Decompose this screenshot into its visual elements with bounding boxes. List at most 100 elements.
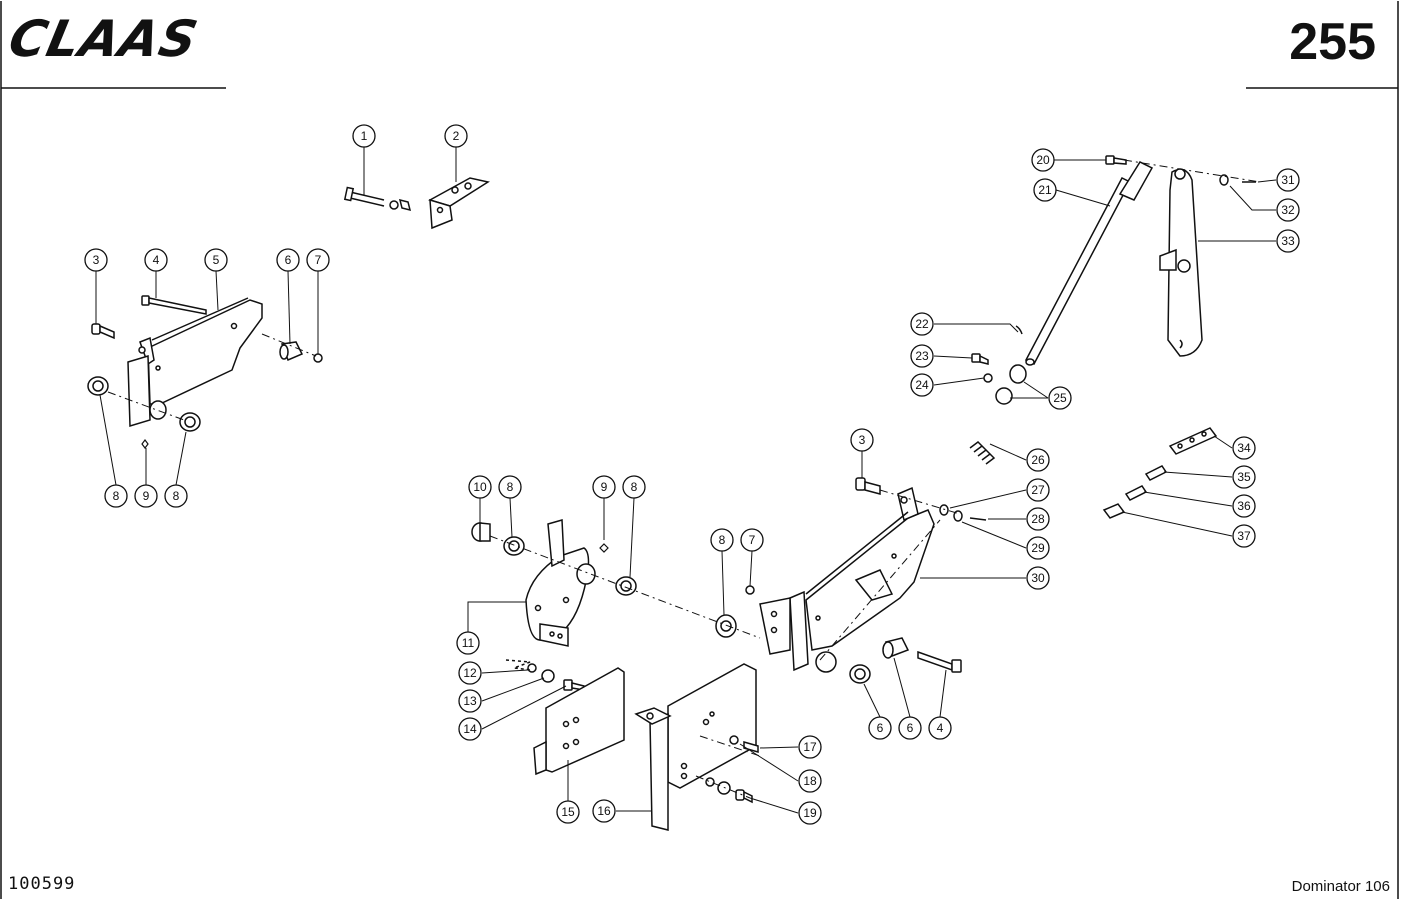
callout-circle	[276, 248, 300, 272]
model-name: Dominator 106	[1291, 878, 1390, 895]
callout-c6a: 6	[276, 248, 300, 272]
callout-c11: 11	[456, 631, 480, 655]
part-bracket-2	[428, 177, 490, 230]
callout-label: 23	[915, 349, 929, 363]
callout-label: 14	[463, 722, 477, 736]
part-bolt-3a	[91, 323, 115, 340]
callout-c17: 17	[798, 735, 822, 759]
callout-c2: 2	[444, 124, 468, 148]
callout-circle	[1232, 465, 1256, 489]
axis-lines-left	[107, 333, 317, 421]
callout-c6b: 6	[868, 716, 892, 740]
callout-label: 8	[113, 489, 120, 503]
callout-circle	[850, 428, 874, 452]
callout-circle	[798, 769, 822, 793]
callout-label: 8	[719, 533, 726, 547]
callout-circle	[1276, 229, 1300, 253]
callout-c25: 25	[1048, 386, 1072, 410]
callout-c35: 35	[1232, 465, 1256, 489]
callout-c24: 24	[910, 373, 934, 397]
callout-c15: 15	[556, 800, 580, 824]
callout-c31: 31	[1276, 168, 1300, 192]
callout-circle	[592, 799, 616, 823]
callout-circle	[1026, 507, 1050, 531]
callout-label: 6	[907, 721, 914, 735]
callout-label: 4	[937, 721, 944, 735]
part-washer-pin-31-32	[1219, 174, 1256, 186]
callout-c7b: 7	[740, 528, 764, 552]
callout-c7a: 7	[306, 248, 330, 272]
callout-c26: 26	[1026, 448, 1050, 472]
callout-c6c: 6	[898, 716, 922, 740]
callout-label: 13	[463, 694, 477, 708]
callout-label: 37	[1237, 529, 1251, 543]
part-rod-21	[1024, 161, 1154, 366]
callout-label: 26	[1031, 453, 1045, 467]
callout-circle	[1026, 536, 1050, 560]
callout-circle	[910, 312, 934, 336]
part-bushing-8c	[503, 536, 525, 556]
callout-circle	[306, 248, 330, 272]
callout-circle	[1048, 386, 1072, 410]
callout-label: 17	[803, 740, 817, 754]
callout-circle	[798, 801, 822, 825]
callout-c12: 12	[458, 661, 482, 685]
callout-circle	[740, 528, 764, 552]
callout-label: 15	[561, 805, 575, 819]
callout-circle	[556, 800, 580, 824]
callout-circle	[910, 373, 934, 397]
callout-circle	[456, 631, 480, 655]
callout-label: 7	[315, 253, 322, 267]
callout-label: 30	[1031, 571, 1045, 585]
callout-label: 25	[1053, 391, 1067, 405]
callout-label: 5	[213, 253, 220, 267]
part-plate-11	[525, 519, 590, 647]
part-nut-7b	[745, 585, 755, 595]
part-bushing-10	[471, 522, 491, 542]
part-pin-9a	[141, 439, 149, 449]
callout-label: 33	[1281, 234, 1295, 248]
callout-circle	[1026, 478, 1050, 502]
callout-label: 22	[915, 317, 929, 331]
callout-circle	[84, 248, 108, 272]
callout-c29: 29	[1026, 536, 1050, 560]
callout-label: 27	[1031, 483, 1045, 497]
callout-c22: 22	[910, 312, 934, 336]
callout-circle	[1026, 448, 1050, 472]
callout-circle	[104, 484, 128, 508]
callout-c8a: 8	[104, 484, 128, 508]
callout-label: 29	[1031, 541, 1045, 555]
callout-circle	[592, 475, 616, 499]
callout-label: 20	[1036, 153, 1050, 167]
callout-circle	[928, 716, 952, 740]
part-bushings-6b-6c	[815, 637, 910, 684]
callout-label: 2	[453, 129, 460, 143]
callout-circle	[868, 716, 892, 740]
callout-circle	[1276, 168, 1300, 192]
callout-label: 7	[749, 533, 756, 547]
part-bushing-8-left	[87, 376, 201, 432]
callout-c36: 36	[1232, 494, 1256, 518]
callout-circle	[1276, 198, 1300, 222]
callout-c14: 14	[458, 717, 482, 741]
callout-circle	[798, 735, 822, 759]
callout-c8c: 8	[498, 475, 522, 499]
callout-label: 34	[1237, 441, 1251, 455]
part-screws-17-18-19	[705, 735, 759, 804]
callout-circle	[1026, 566, 1050, 590]
callout-label: 12	[463, 666, 477, 680]
callout-c5: 5	[204, 248, 228, 272]
leader-lines	[95, 147, 1277, 814]
callout-c3b: 3	[850, 428, 874, 452]
callout-c9a: 9	[134, 484, 158, 508]
callout-circle	[144, 248, 168, 272]
part-chain-34-37	[1102, 427, 1218, 519]
callout-circle	[622, 475, 646, 499]
callout-circle	[898, 716, 922, 740]
callout-label: 32	[1281, 203, 1295, 217]
callout-c30: 30	[1026, 566, 1050, 590]
callout-label: 9	[143, 489, 150, 503]
